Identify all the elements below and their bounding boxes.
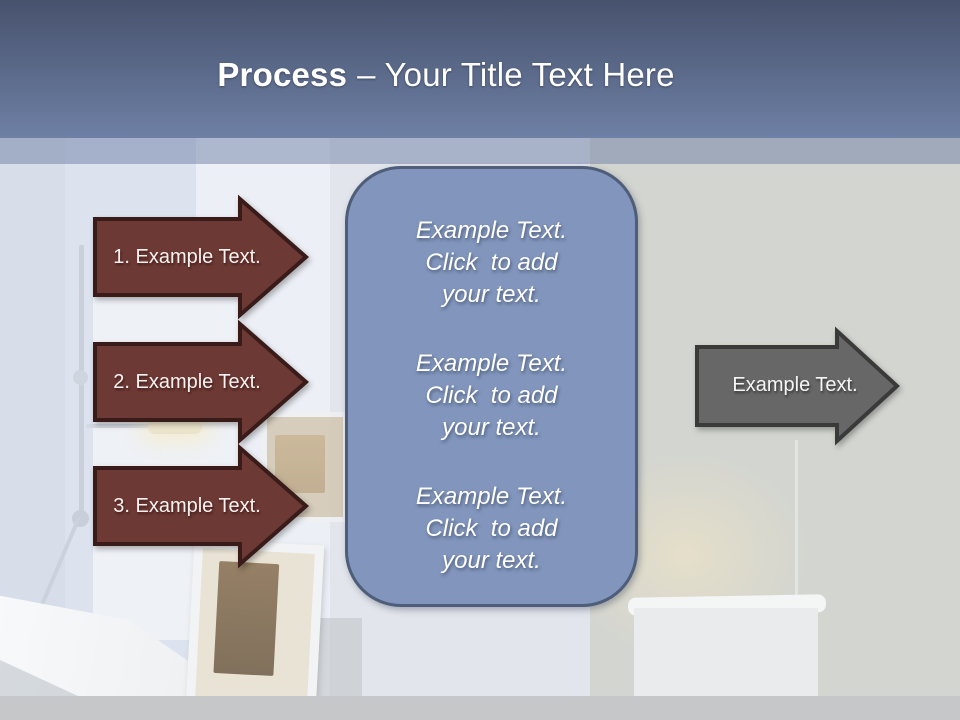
desk-lamp-arm bbox=[86, 424, 152, 428]
text-line: Example Text. bbox=[415, 350, 568, 377]
text-line: Click to add bbox=[425, 515, 558, 542]
arrow-right-shape bbox=[93, 443, 310, 569]
arrow-right-shape bbox=[93, 319, 310, 445]
center-text-panel[interactable]: Example Text. Click to add your text. Ex… bbox=[345, 166, 638, 607]
process-step-arrow-2[interactable]: 2. Example Text. bbox=[93, 319, 310, 445]
title-bar: Process– Your Title Text Here bbox=[0, 0, 960, 138]
subheader-band bbox=[0, 138, 960, 164]
step-label: 1. Example Text. bbox=[113, 246, 261, 268]
output-label: Example Text. bbox=[732, 374, 858, 396]
desk-lamp-joint bbox=[73, 370, 88, 385]
text-line: your text. bbox=[442, 281, 541, 308]
picture-artwork bbox=[213, 561, 280, 677]
wall-seam bbox=[795, 440, 798, 610]
text-line: Click to add bbox=[425, 382, 558, 409]
arrow-right-shape bbox=[93, 194, 310, 320]
title-rest: – Your Title Text Here bbox=[357, 56, 675, 93]
title-keyword: Process bbox=[217, 56, 348, 93]
text-block-1: Example Text. Click to add your text. bbox=[348, 215, 635, 311]
text-line: Click to add bbox=[425, 249, 558, 276]
step-label: 2. Example Text. bbox=[113, 371, 261, 393]
process-step-arrow-3[interactable]: 3. Example Text. bbox=[93, 443, 310, 569]
output-arrow[interactable]: Example Text. bbox=[695, 326, 900, 446]
picture-artwork bbox=[275, 435, 325, 493]
text-line: your text. bbox=[442, 414, 541, 441]
process-step-arrow-1[interactable]: 1. Example Text. bbox=[93, 194, 310, 320]
text-line: your text. bbox=[442, 547, 541, 574]
text-line: Example Text. bbox=[415, 483, 568, 510]
floor bbox=[0, 696, 960, 720]
text-block-2: Example Text. Click to add your text. bbox=[348, 348, 635, 444]
arrow-right-shape bbox=[695, 326, 900, 446]
desk-lamp-head bbox=[148, 420, 202, 434]
text-block-3: Example Text. Click to add your text. bbox=[348, 481, 635, 577]
slide-title[interactable]: Process– Your Title Text Here bbox=[217, 56, 674, 94]
step-label: 3. Example Text. bbox=[113, 495, 261, 517]
text-line: Example Text. bbox=[415, 217, 568, 244]
